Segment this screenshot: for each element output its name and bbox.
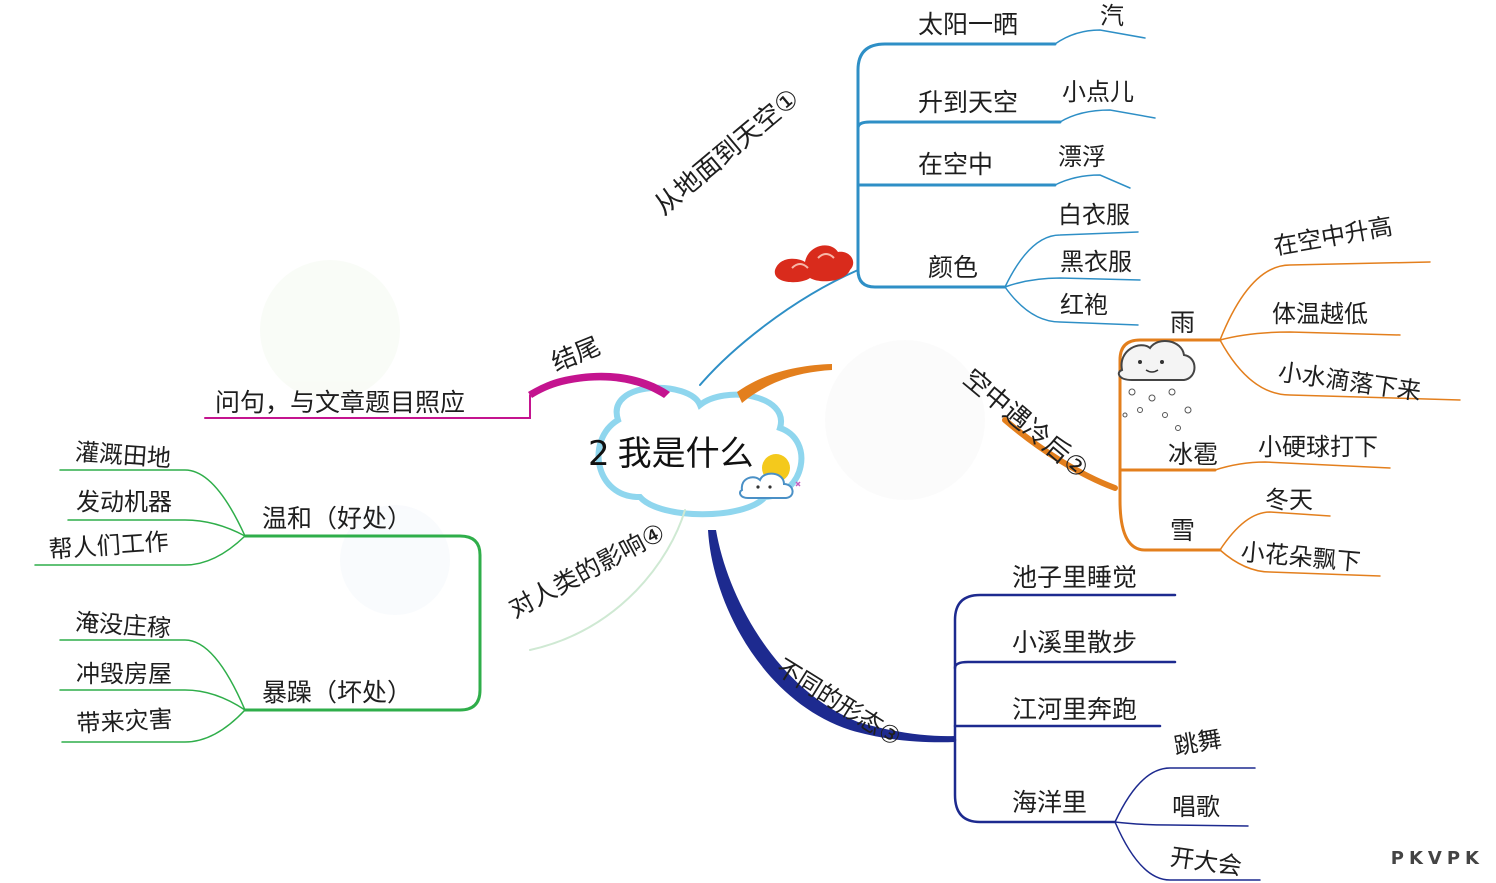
b2-child-winter: 冬天: [1265, 486, 1313, 514]
b1-child-float: 漂浮: [1058, 143, 1106, 171]
b4-child-machine: 发动机器: [76, 488, 172, 516]
b3-item-stream: 小溪里散步: [1012, 628, 1138, 657]
branch-end-lines: [204, 372, 670, 419]
background-decoration: [260, 260, 985, 615]
b3-item-river: 江河里奔跑: [1012, 695, 1138, 724]
b4-item-fierce: 暴躁（坏处）: [262, 678, 413, 707]
b4-item-mild: 温和（好处）: [262, 504, 413, 533]
b2-item-rain: 雨: [1170, 308, 1196, 337]
lesson-title: 我是什么: [617, 434, 754, 474]
b1-child-dot: 小点儿: [1062, 78, 1134, 106]
b2-child-cold: 体温越低: [1272, 300, 1368, 328]
b4-child-disaster: 带来灾害: [75, 704, 174, 738]
b1-child-black: 黑衣服: [1060, 248, 1132, 276]
b2-item-hail: 冰雹: [1168, 440, 1219, 469]
rain-cloud-icon: [1117, 339, 1196, 431]
b1-item-air: 在空中: [918, 150, 994, 179]
red-cloud-icon: [774, 245, 854, 283]
branch-2-lines: [737, 261, 1461, 577]
b1-child-red: 红袍: [1060, 291, 1108, 319]
b4-child-irrigate: 灌溉田地: [74, 438, 172, 473]
b1-item-sun: 太阳一晒: [918, 10, 1019, 39]
b4-child-house: 冲毁房屋: [76, 660, 172, 688]
sun-cloud-icon: [739, 454, 801, 499]
b1-child-steam: 汽: [1100, 2, 1124, 30]
branch-end-note: 问句，与文章题目照应: [215, 388, 466, 417]
b1-child-white: 白衣服: [1058, 201, 1130, 229]
b2-item-snow: 雪: [1170, 516, 1196, 545]
branch-3-lines: [708, 530, 1261, 881]
b3-child-sing: 唱歌: [1172, 793, 1220, 821]
watermark-text: PKVPK: [1390, 848, 1484, 869]
b2-child-ball: 小硬球打下: [1258, 433, 1378, 461]
b1-item-color: 颜色: [928, 253, 979, 282]
b1-item-rise: 升到天空: [918, 88, 1019, 117]
b4-child-flood: 淹没庄稼: [74, 608, 172, 643]
lesson-number: 2: [588, 434, 610, 474]
branch-4-lines: [34, 469, 686, 743]
branch-1-lines: [699, 29, 1156, 386]
b3-item-pond: 池子里睡觉: [1012, 563, 1138, 592]
b3-item-ocean: 海洋里: [1012, 788, 1088, 817]
